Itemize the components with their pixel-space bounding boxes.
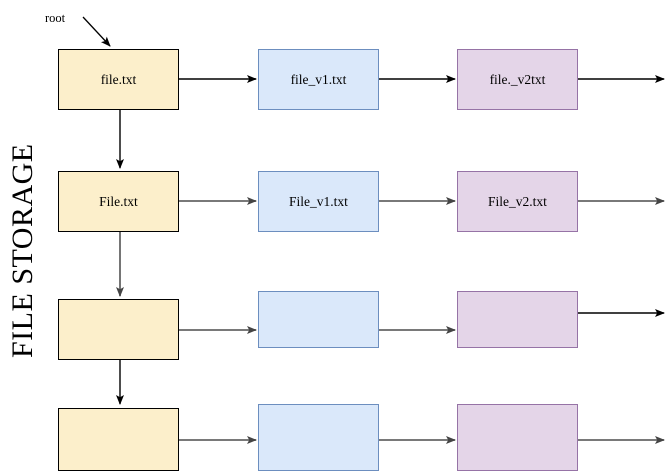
- node-label: File.txt: [99, 193, 138, 209]
- node-file-txt[interactable]: file.txt: [58, 49, 179, 110]
- node-file-v1-txt[interactable]: file_v1.txt: [258, 49, 379, 110]
- row-3-connectors: [179, 309, 665, 334]
- node-row3-purple[interactable]: [457, 291, 578, 348]
- node-label: File_v1.txt: [289, 193, 348, 209]
- node-label: file_v1.txt: [290, 71, 347, 87]
- root-label: root: [45, 11, 66, 25]
- side-label-file-storage: FILE STORAGE: [6, 143, 39, 358]
- node-label: file._v2txt: [489, 71, 546, 87]
- root-pointer-arrow: [82, 16, 111, 47]
- node-row3-yellow[interactable]: [58, 299, 179, 360]
- node-File-v2-txt[interactable]: File_v2.txt: [457, 171, 578, 232]
- node-row4-blue[interactable]: [258, 404, 379, 471]
- node-row4-yellow[interactable]: [58, 408, 179, 471]
- node-label: file.txt: [100, 71, 137, 87]
- node-File-v1-txt[interactable]: File_v1.txt: [258, 171, 379, 232]
- node-label: File_v2.txt: [488, 193, 547, 209]
- node-row4-purple[interactable]: [457, 404, 578, 471]
- node-row3-blue[interactable]: [258, 291, 379, 348]
- node-File-txt[interactable]: File.txt: [58, 171, 179, 232]
- node-file-v2-txt[interactable]: file._v2txt: [457, 49, 578, 110]
